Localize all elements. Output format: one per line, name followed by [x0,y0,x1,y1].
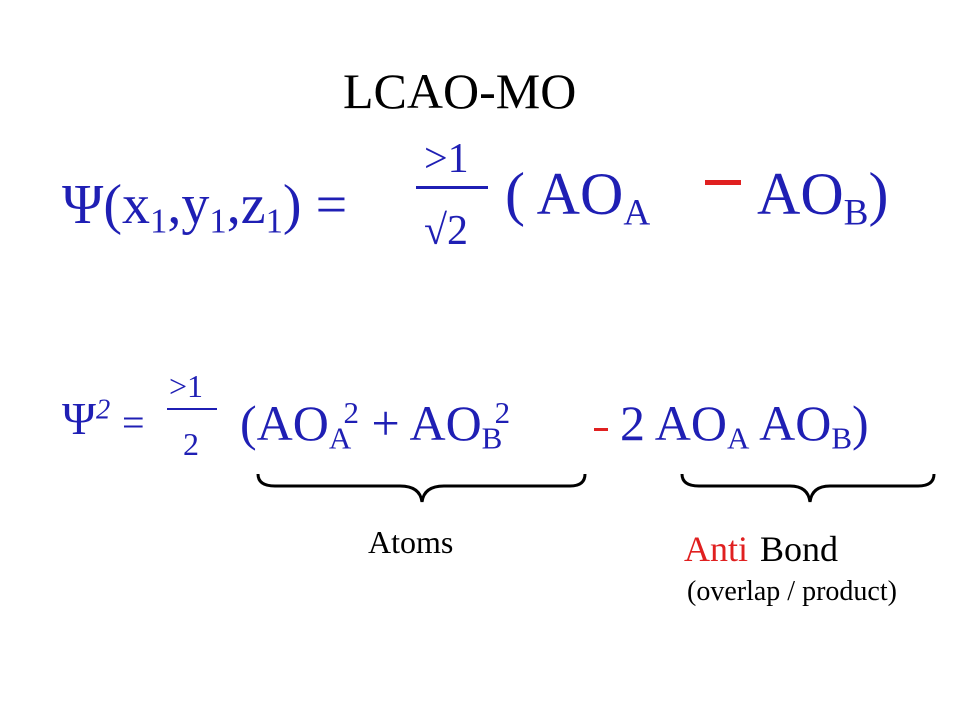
argument-close: ) = [282,174,348,236]
cross-term: 2 AO [620,395,727,451]
psi-symbol: Ψ [62,174,104,236]
subscript: B [831,420,853,456]
superscript: 2 [95,394,111,426]
equals-sign: = [122,400,145,445]
closing-paren: ) [868,161,889,227]
ao-b-term: AO [757,161,844,227]
psi-symbol: Ψ [62,393,96,444]
fraction-bar [416,186,488,189]
argument-text: ,y [167,174,210,236]
wavefunction-equation: Ψ(x1,y1,z1) = [62,174,348,239]
subscript: 1 [209,201,227,241]
subscript: A [726,420,750,456]
fraction-numerator: >1 [169,368,204,404]
subscript: 1 [149,201,168,241]
subscript: 1 [265,201,283,241]
subscript: A [328,420,352,456]
ao-a-term: ( AO [505,161,624,227]
fraction-denominator: 2 [183,426,199,462]
superscript: 2 [343,394,360,430]
subscript: A [623,192,651,234]
anti-label: Anti [684,529,749,569]
page-title: LCAO-MO [343,63,577,119]
probability-expansion: (AOA2 + AOB2 [240,394,511,454]
minus-sign [705,180,741,185]
fraction-denominator: √2 [424,208,469,254]
fraction-numerator: >1 [424,136,469,182]
subscript: B [481,420,503,456]
atoms-label: Atoms [368,524,454,560]
ao-b-squared: + AO [359,395,482,451]
lcao-combination-b: AOB) [757,161,889,232]
lcao-combination: ( AOA [505,161,650,232]
ao-a-squared: (AO [240,395,329,451]
cross-term-b: AO [749,395,832,451]
minus-sign [594,428,608,431]
overlap-note: (overlap / product) [687,576,897,607]
bond-brace-path [680,473,936,503]
bond-label: Bond [760,529,839,569]
closing-paren: ) [852,395,869,451]
fraction-bar [167,408,217,410]
atoms-brace-path [256,473,587,503]
probability-lhs: Ψ2 [62,396,110,442]
overlap-term: 2 AOA AOB) [620,395,869,454]
superscript: 2 [494,394,511,430]
argument-open: (x [103,174,150,236]
argument-text: ,z [226,174,266,236]
subscript: B [843,192,869,234]
